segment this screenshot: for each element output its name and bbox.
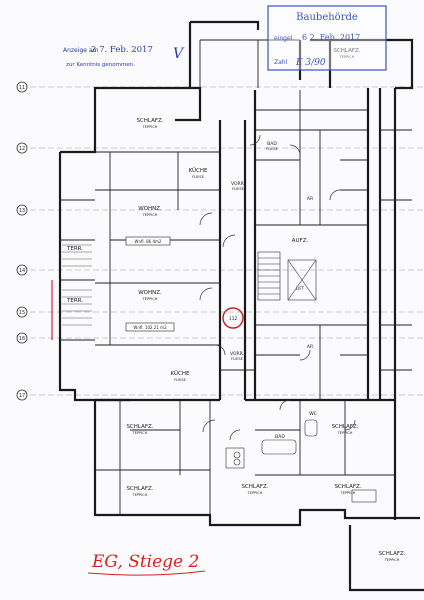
- room-label: SCHLAFZ.: [126, 486, 153, 492]
- room-label: LIFT: [296, 286, 305, 291]
- room-label: TERR.: [66, 246, 83, 252]
- room-label: SCHLAFZ.: [378, 551, 405, 557]
- room-label: WOHNZ.: [138, 290, 162, 296]
- room-label: KÜCHE: [171, 370, 190, 377]
- room-floor-spec: FLIESE: [232, 187, 244, 191]
- room-label: BAD: [267, 141, 277, 147]
- circled-tag: 112: [229, 316, 238, 322]
- room-label: TERR.: [66, 298, 83, 304]
- stamp-received-label: eingel.: [274, 35, 294, 42]
- stamp-number-value: E 3/90: [295, 58, 326, 68]
- stamp-received-date: 6 2. Feb. 2017: [302, 33, 360, 42]
- authority-stamp: Baubehörde eingel. 6 2. Feb. 2017 Zahl E…: [267, 5, 387, 71]
- notice-received-label: Anzeige am: [63, 47, 98, 54]
- area-boxes: Wnfl. 86 4m2 Wnfl. 102 21 m2: [125, 236, 175, 332]
- interior-walls: [60, 39, 412, 515]
- axis-marker-label: 17: [19, 393, 25, 399]
- room-floor-spec: TEPPICH: [339, 55, 355, 59]
- axis-marker-label: 16: [19, 336, 25, 342]
- room-label: AUFZ.: [292, 238, 309, 244]
- room-floor-spec: TEPPICH: [384, 558, 400, 562]
- room-floor-spec: TEPPICH: [340, 491, 356, 495]
- room-label: VORR.: [230, 351, 244, 357]
- room-label: SCHLAFZ.: [333, 48, 360, 54]
- handwritten-annotation: EG, Stiege 2: [91, 552, 199, 572]
- room-label: AR: [307, 196, 313, 202]
- terrace-hatching: [62, 244, 92, 326]
- axis-marker-circle: [16, 142, 28, 154]
- room-floor-spec: TEPPICH: [247, 491, 263, 495]
- room-floor-spec: FLIESE: [266, 147, 278, 151]
- outer-walls: [58, 20, 424, 592]
- room-floor-spec: FLIESE: [174, 378, 186, 382]
- room-label: SCHLAFZ.: [331, 424, 358, 430]
- area-label: Wnfl. 102 21 m2: [133, 325, 167, 330]
- room-label: VORR.: [231, 181, 245, 187]
- axis-marker-label: 11: [19, 85, 25, 91]
- axis-marker-circle: [16, 389, 28, 401]
- room-label: SCHLAFZ.: [334, 484, 361, 490]
- room-floor-spec: FLIESE: [192, 175, 204, 179]
- axis-marker-label: 12: [19, 146, 25, 152]
- notice-check-mark: V: [173, 46, 185, 62]
- axis-marker-label: 15: [19, 310, 25, 316]
- room-label: WC: [309, 411, 317, 417]
- room-floor-spec: TEPPICH: [142, 125, 158, 129]
- notice-received-date: 2 7. Feb. 2017: [91, 45, 153, 55]
- door-swings: [199, 134, 356, 441]
- axis-marker-circle: [16, 332, 28, 344]
- room-floor-spec: TEPPICH: [337, 431, 353, 435]
- stamp-number-label: Zahl: [274, 59, 288, 66]
- room-floor-spec: FLIESE: [231, 357, 243, 361]
- room-floor-spec: TEPPICH: [132, 431, 148, 435]
- annotation-underline: [87, 570, 206, 576]
- receipt-notice: Anzeige am 2 7. Feb. 2017 V zur Kenntnis…: [63, 45, 185, 68]
- room-label: SCHLAFZ.: [136, 118, 163, 124]
- room-label: SCHLAFZ.: [241, 484, 268, 490]
- axis-marker-circle: [16, 264, 28, 276]
- red-circle-mark: [222, 307, 244, 329]
- room-label: BAD: [275, 434, 285, 440]
- stamp-title: Baubehörde: [296, 12, 358, 23]
- room-label: KÜCHE: [189, 167, 208, 174]
- room-label: AR: [307, 344, 313, 350]
- fixtures: [225, 419, 377, 503]
- axis-marker-circle: [16, 81, 28, 93]
- staircase: [257, 251, 317, 301]
- axis-marker-circle: [16, 204, 28, 216]
- axis-marker-circle: [16, 306, 28, 318]
- room-label: SCHLAFZ.: [126, 424, 153, 430]
- axis-marker-label: 13: [19, 208, 25, 214]
- room-floor-spec: TEPPICH: [132, 493, 148, 497]
- area-label: Wnfl. 86 4m2: [135, 239, 162, 244]
- room-floor-spec: TEPPICH: [142, 213, 158, 217]
- notice-noted-label: zur Kenntnis genommen.: [66, 62, 135, 68]
- room-floor-spec: TEPPICH: [142, 297, 158, 301]
- room-label: WOHNZ.: [138, 206, 162, 212]
- axis-marker-label: 14: [19, 268, 25, 274]
